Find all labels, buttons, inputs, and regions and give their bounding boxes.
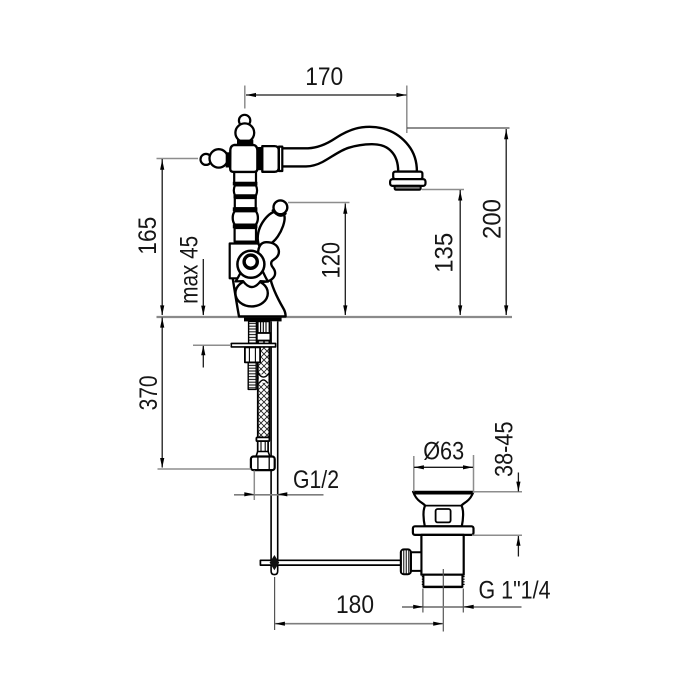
svg-text:165: 165 xyxy=(135,217,162,255)
svg-text:G1/2: G1/2 xyxy=(293,467,339,494)
svg-text:120: 120 xyxy=(319,242,346,279)
svg-text:Ø63: Ø63 xyxy=(423,438,464,465)
svg-text:135: 135 xyxy=(431,233,458,273)
svg-text:G 1"1/4: G 1"1/4 xyxy=(479,578,551,605)
svg-text:370: 370 xyxy=(136,375,163,410)
svg-text:38-45: 38-45 xyxy=(492,421,519,477)
svg-text:170: 170 xyxy=(305,64,343,91)
svg-text:max 45: max 45 xyxy=(177,236,204,304)
svg-text:200: 200 xyxy=(480,199,507,239)
svg-text:180: 180 xyxy=(336,592,374,619)
